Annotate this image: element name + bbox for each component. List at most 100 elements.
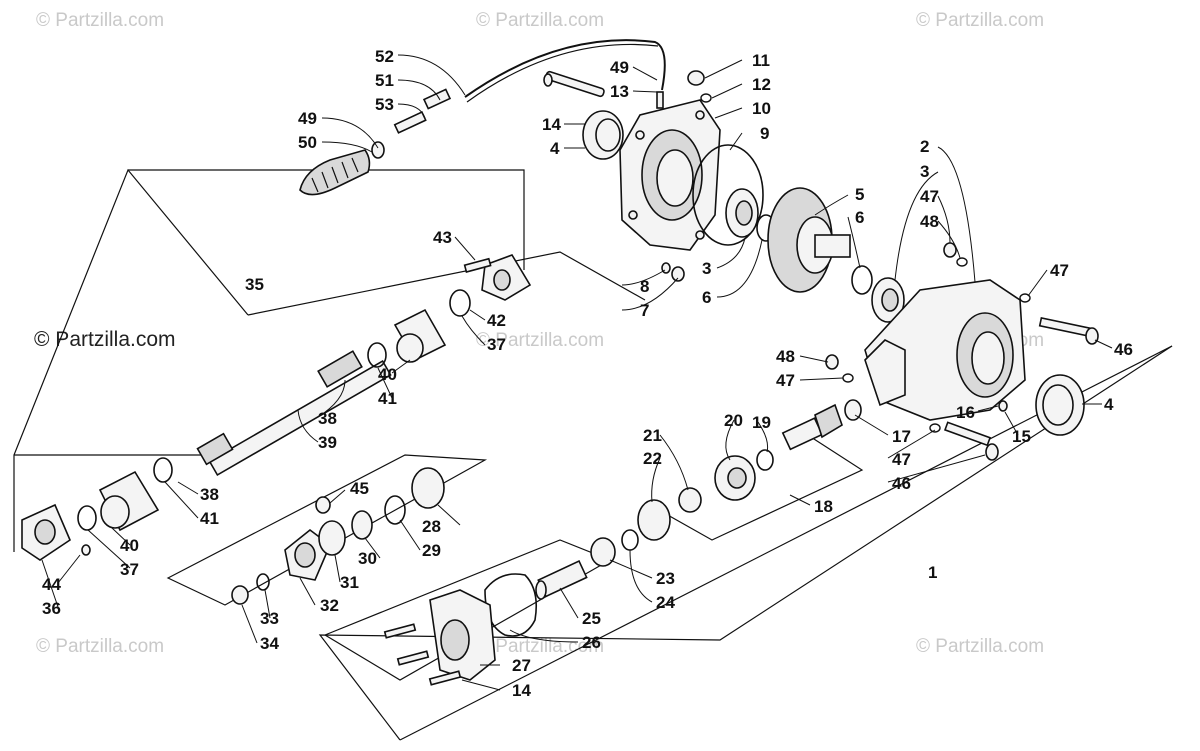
callout-53: 53 — [375, 95, 394, 114]
callout-24: 24 — [656, 593, 675, 612]
callout-40-upper: 40 — [378, 365, 397, 384]
bolt-14 — [543, 70, 605, 98]
callout-6-top: 6 — [855, 208, 864, 227]
seal-30 — [351, 510, 373, 540]
callout-33: 33 — [260, 609, 279, 628]
callout-4-right: 4 — [1104, 395, 1114, 414]
o-ring-24 — [621, 529, 639, 551]
front-cover-27 — [429, 589, 496, 681]
callout-48-b: 48 — [776, 347, 795, 366]
callout-26: 26 — [582, 633, 601, 652]
callout-15: 15 — [1012, 427, 1031, 446]
watermark-top-right: © Partzilla.com — [916, 10, 1045, 31]
ring-37-upper — [449, 289, 471, 317]
washer-33 — [256, 573, 270, 591]
seal-4-top — [582, 110, 624, 160]
bolt-46-bottom — [943, 421, 999, 461]
callout-49-top: 49 — [610, 58, 629, 77]
collar-21 — [678, 487, 702, 513]
callout-9: 9 — [760, 124, 769, 143]
shaft-25 — [535, 560, 588, 600]
bearing-31 — [318, 520, 346, 556]
callout-18: 18 — [814, 497, 833, 516]
gear-case-cover-10 — [619, 99, 721, 251]
bolt-46-top — [1038, 316, 1099, 345]
o-ring-9 — [692, 144, 764, 246]
callout-8: 8 — [640, 277, 649, 296]
callout-12: 12 — [752, 75, 771, 94]
gear-case-housing-1 — [864, 279, 1026, 421]
coupler-40-upper — [393, 308, 447, 363]
watermark-top-left: © Partzilla.com — [36, 10, 165, 31]
callout-22: 22 — [643, 449, 662, 468]
callout-38-lower: 38 — [200, 485, 219, 504]
callout-45: 45 — [350, 479, 369, 498]
callout-19: 19 — [752, 413, 771, 432]
callout-40-lower: 40 — [120, 536, 139, 555]
callout-29: 29 — [422, 541, 441, 560]
callout-4-top: 4 — [550, 139, 560, 158]
callout-37-upper: 37 — [487, 335, 506, 354]
callout-7: 7 — [640, 301, 649, 320]
ring-37-lower — [77, 505, 97, 531]
coupler-40-lower — [98, 470, 160, 532]
callout-6-bottom: 6 — [702, 288, 711, 307]
bearing-28 — [411, 467, 445, 509]
callout-34: 34 — [260, 634, 279, 653]
watermark-bottom-right: © Partzilla.com — [916, 636, 1045, 657]
callout-14-top: 14 — [542, 115, 561, 134]
callout-46-top: 46 — [1114, 340, 1133, 359]
bearing-3-top — [725, 188, 759, 238]
ring-gear-5 — [767, 187, 851, 293]
callout-47-d: 47 — [892, 450, 911, 469]
snap-ring-19 — [756, 449, 774, 471]
callout-31: 31 — [340, 573, 359, 592]
callout-41-lower: 41 — [200, 509, 219, 528]
callout-49-left: 49 — [298, 109, 317, 128]
bearing-22 — [637, 499, 671, 541]
callout-21: 21 — [643, 426, 662, 445]
callout-3-left: 3 — [702, 259, 711, 278]
bearing-20 — [714, 455, 756, 501]
callout-20: 20 — [724, 411, 743, 430]
callout-16: 16 — [956, 403, 975, 422]
assembly-outline-18 — [649, 429, 864, 541]
snap-ring-29 — [384, 495, 406, 525]
callout-39: 39 — [318, 433, 337, 452]
callout-14-bottom: 14 — [512, 681, 531, 700]
callout-13: 13 — [610, 82, 629, 101]
callout-50: 50 — [298, 133, 317, 152]
callout-1: 1 — [928, 563, 937, 582]
callout-17: 17 — [892, 427, 911, 446]
callout-27: 27 — [512, 656, 531, 675]
callout-2: 2 — [920, 137, 929, 156]
shim-6-bottom — [851, 265, 873, 295]
callout-42: 42 — [487, 311, 506, 330]
callout-11: 11 — [752, 51, 770, 70]
nut-34 — [231, 585, 249, 605]
callout-52: 52 — [375, 47, 394, 66]
callout-36: 36 — [42, 599, 61, 618]
flange-42 — [481, 254, 532, 301]
ring-41-lower — [153, 457, 173, 483]
nut-45 — [315, 496, 331, 514]
leader-lines — [41, 54, 1113, 691]
callout-32: 32 — [320, 596, 339, 615]
callout-5: 5 — [855, 185, 864, 204]
bearing-3-bottom — [871, 277, 905, 323]
callout-28: 28 — [422, 517, 441, 536]
callout-10: 10 — [752, 99, 771, 118]
callout-44: 44 — [42, 575, 61, 594]
callout-43: 43 — [433, 228, 452, 247]
callout-47-b: 47 — [1050, 261, 1069, 280]
drive-shaft-39 — [196, 350, 392, 477]
ring-41-upper — [367, 342, 387, 368]
callout-labels: 52 5 1 53 49 50 49 13 11 12 10 9 14 4 2 3… — [42, 47, 1133, 700]
callout-3-right: 3 — [920, 162, 929, 181]
screws-14-bottom — [383, 623, 462, 686]
watermark-main: © Partzilla.com — [34, 328, 176, 351]
assembly-outline-32 — [166, 454, 488, 606]
callout-48-a: 48 — [920, 212, 939, 231]
seal-4-right — [1035, 374, 1085, 436]
